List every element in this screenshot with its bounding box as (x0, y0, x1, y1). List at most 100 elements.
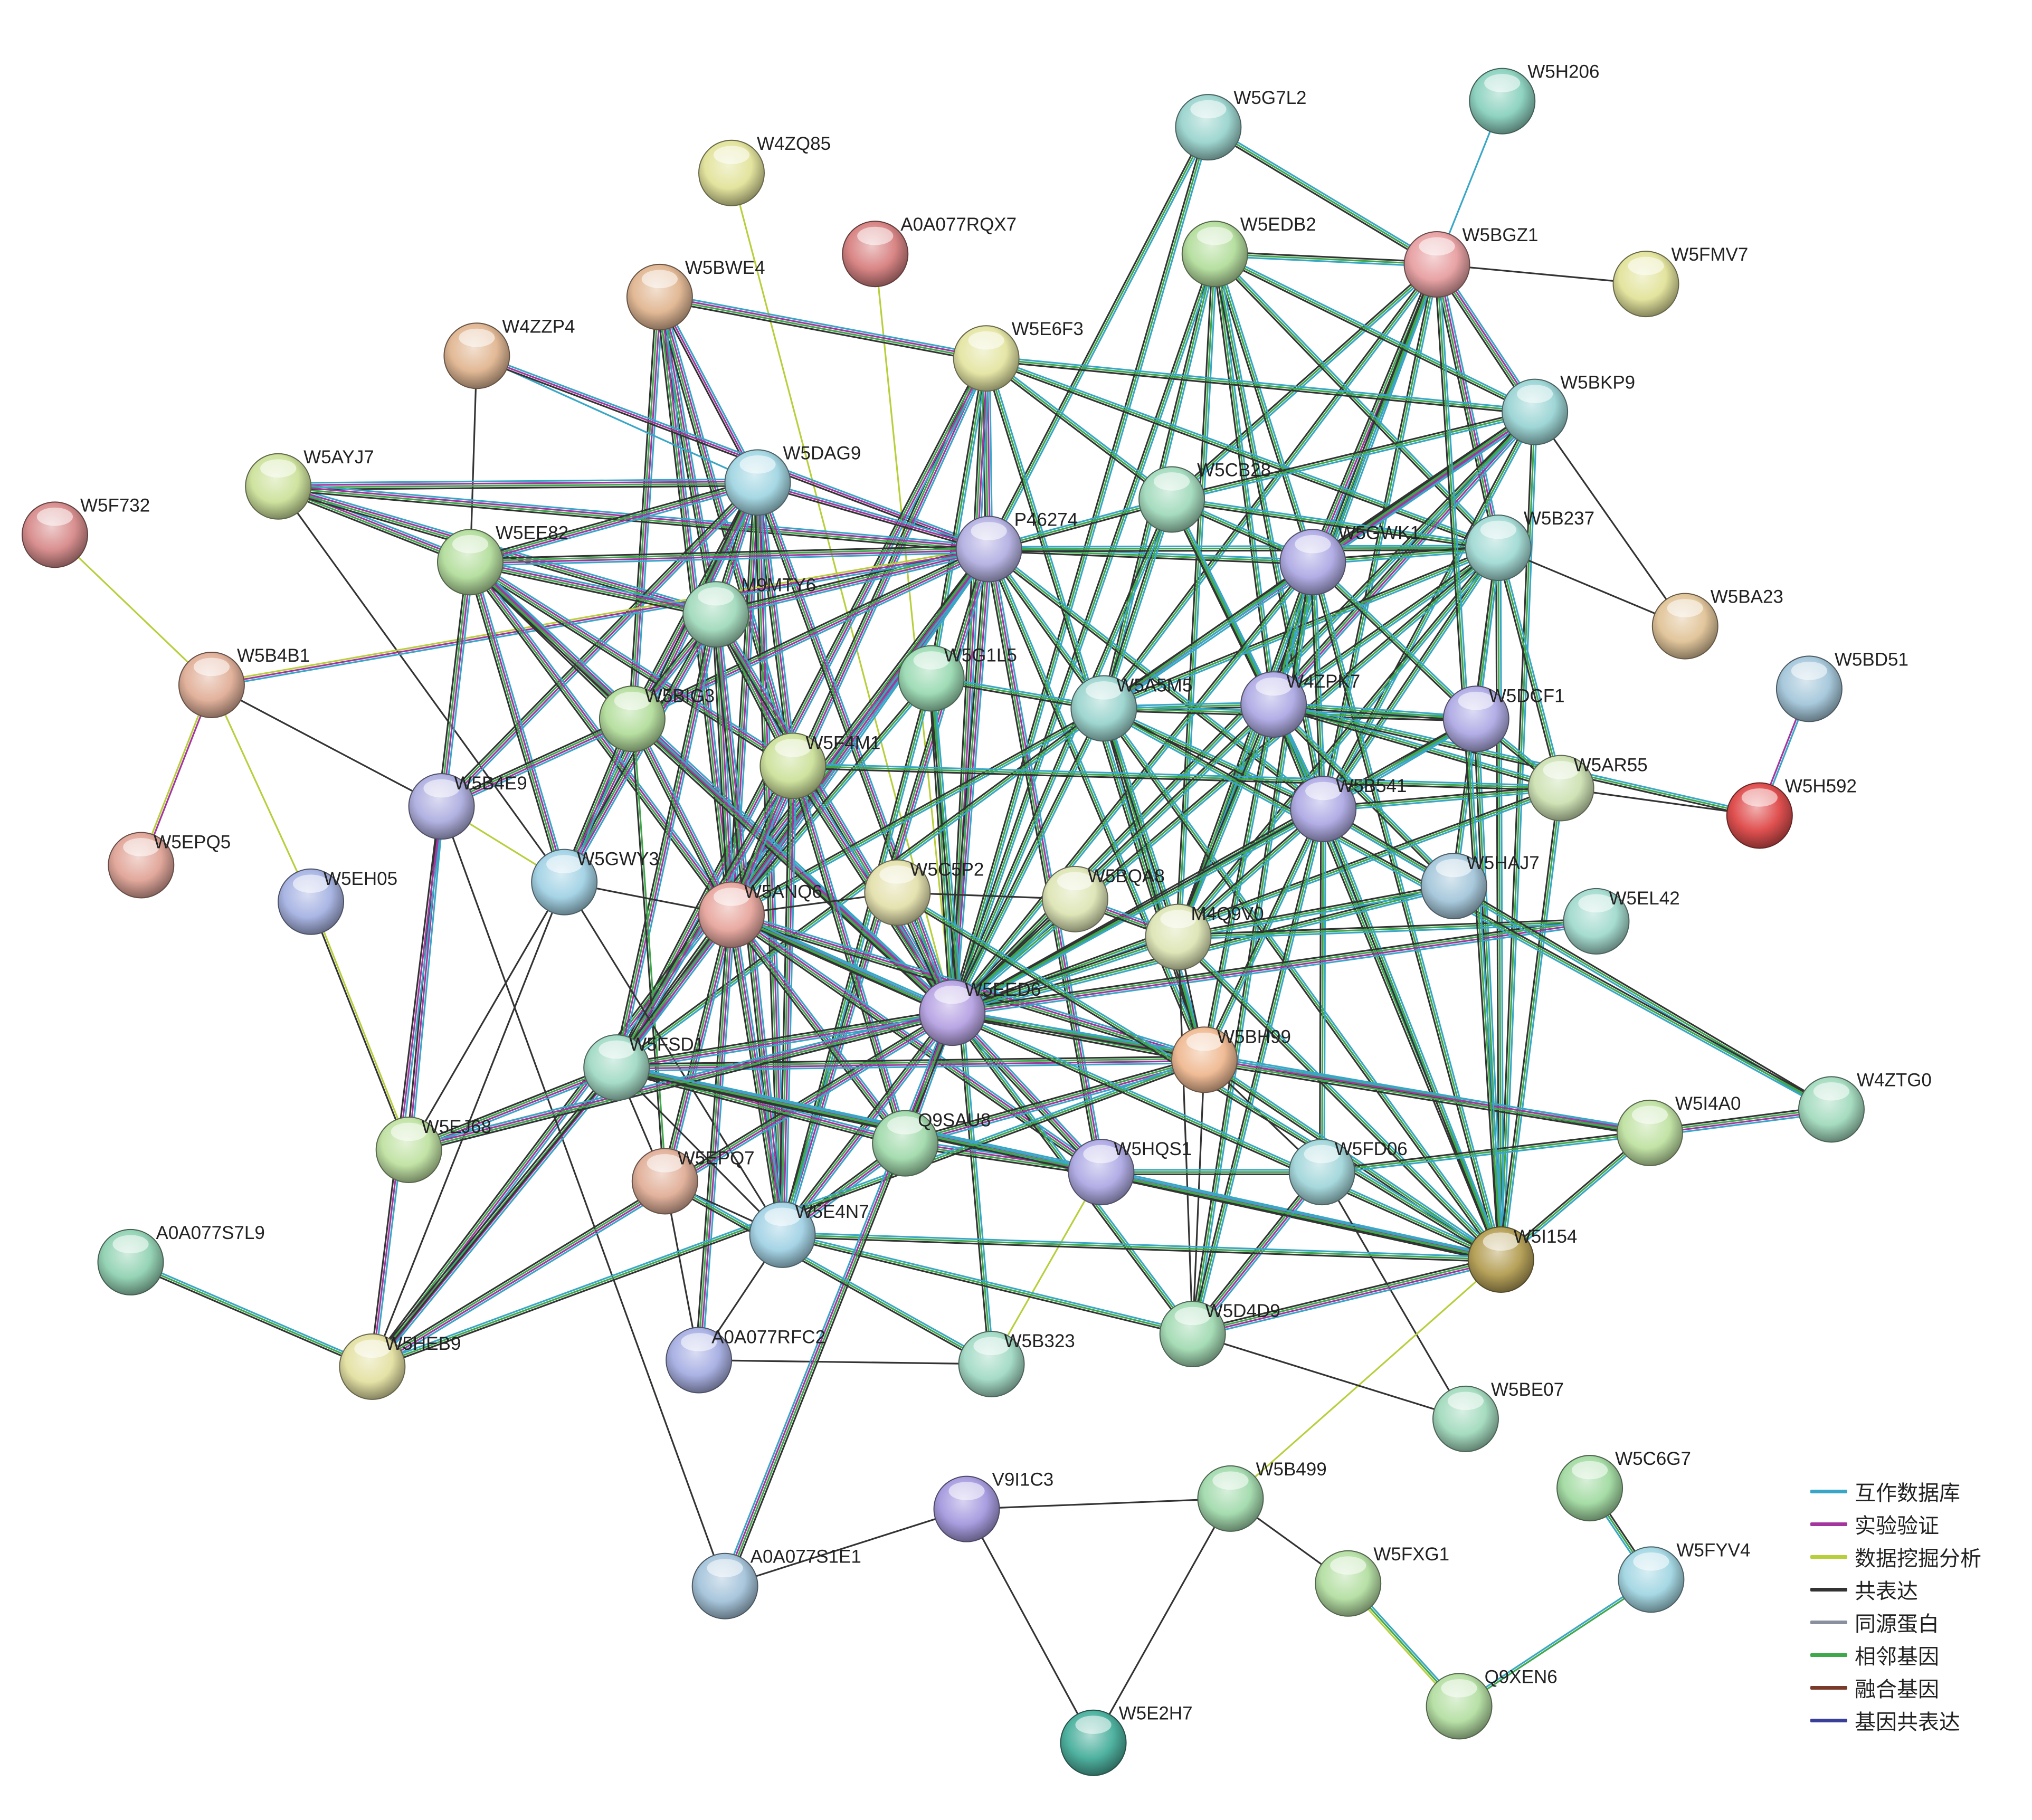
protein-node[interactable]: W5D4D9 (1159, 1301, 1280, 1368)
edge-channel-line (1102, 1168, 1502, 1257)
protein-node[interactable]: W4ZZP4 (443, 316, 575, 389)
protein-node[interactable]: W5FMV7 (1612, 244, 1749, 318)
protein-node[interactable]: W5BE07 (1432, 1379, 1564, 1452)
interaction-edge (1273, 701, 1761, 819)
protein-node[interactable]: W5BH99 (1171, 1026, 1291, 1093)
edge-channel-line (953, 563, 1315, 1015)
protein-node[interactable]: W5FSD1 (583, 1034, 704, 1101)
protein-node-label: Q9SAU8 (918, 1110, 991, 1131)
protein-node[interactable]: W5F732 (21, 495, 150, 568)
edge-channel-line (1203, 1062, 1650, 1137)
edge-channel-line (444, 562, 474, 807)
protein-node[interactable]: W5C6G7 (1556, 1449, 1691, 1522)
protein-node[interactable]: W5C5P2 (864, 859, 984, 926)
protein-node[interactable]: A0A077RFC2 (666, 1327, 825, 1394)
protein-node[interactable]: W5ANQ6 (698, 881, 822, 948)
protein-node[interactable]: W5EDB2 (1181, 214, 1316, 288)
edge-channel-line (665, 914, 734, 1182)
protein-node[interactable]: W5BWE4 (626, 258, 765, 330)
protein-node[interactable]: W5FXG1 (1315, 1544, 1449, 1617)
protein-node[interactable]: W5FD06 (1288, 1139, 1408, 1206)
interaction-edge (1176, 935, 1503, 1262)
edge-channel-line (1203, 704, 1275, 1060)
edge-channel-line (469, 564, 716, 619)
protein-node[interactable]: W5CB28 (1138, 460, 1271, 533)
protein-node[interactable]: W5B323 (958, 1330, 1075, 1397)
node-highlight (1295, 535, 1331, 554)
protein-node[interactable]: W5G7L2 (1175, 88, 1307, 161)
edge-channel-line (1436, 264, 1502, 1260)
protein-node[interactable]: W5GWK1 (1279, 522, 1420, 596)
protein-node[interactable]: W5BA23 (1651, 587, 1783, 660)
protein-node[interactable]: W5B237 (1465, 508, 1594, 582)
protein-node[interactable]: W4ZPK7 (1240, 671, 1360, 738)
node-highlight (391, 1122, 427, 1141)
interaction-edge (372, 1067, 618, 1367)
edge-channel-line (1178, 885, 1454, 938)
protein-node[interactable]: W5HAJ7 (1420, 853, 1540, 920)
protein-node[interactable]: W5FYV4 (1618, 1540, 1750, 1613)
protein-node[interactable]: W5E6F3 (953, 319, 1084, 392)
edge-channel-line (211, 684, 312, 902)
protein-node[interactable]: W5EPQ5 (108, 832, 231, 899)
edge-channel-line (211, 546, 989, 684)
protein-node[interactable]: W5AYJ7 (245, 447, 374, 520)
protein-node[interactable]: A0A077S1E1 (691, 1547, 861, 1619)
protein-node[interactable]: W5GWY3 (531, 849, 659, 916)
protein-node[interactable]: W5DAG9 (724, 443, 861, 516)
protein-node[interactable]: A0A077RQX7 (842, 214, 1017, 288)
protein-node[interactable]: Q9SAU8 (872, 1110, 991, 1177)
protein-node[interactable]: W4ZQ85 (698, 134, 831, 206)
edge-channel-line (1194, 1174, 1325, 1337)
protein-node[interactable]: W5HQS1 (1068, 1139, 1192, 1206)
protein-node[interactable]: W5H592 (1726, 776, 1857, 849)
edge-channel-line (904, 1055, 1204, 1141)
protein-node[interactable]: W5H206 (1469, 62, 1599, 135)
node-highlight (1483, 1232, 1519, 1251)
protein-node[interactable]: W5BD51 (1775, 649, 1908, 722)
protein-node[interactable]: A0A077S7L9 (97, 1223, 265, 1295)
protein-node[interactable]: W5BKP9 (1502, 373, 1635, 445)
protein-node[interactable]: W5EJ68 (375, 1117, 491, 1184)
protein-node[interactable]: M9MTY6 (682, 575, 816, 648)
protein-node[interactable]: Q9XEN6 (1426, 1666, 1558, 1740)
node-highlight (260, 459, 297, 478)
protein-node[interactable]: W5EE82 (437, 522, 568, 596)
edge-channel-line (1214, 253, 1535, 413)
protein-node[interactable]: W5EPQ7 (631, 1148, 755, 1215)
protein-node[interactable]: W5B4B1 (178, 645, 310, 718)
edge-channel-line (782, 1234, 1501, 1261)
edge-channel-line (371, 806, 443, 1367)
protein-node[interactable]: W5G1L5 (898, 645, 1017, 712)
protein-node[interactable]: W5E4N7 (749, 1201, 869, 1268)
protein-node[interactable]: W5BQA8 (1041, 865, 1165, 932)
protein-node[interactable]: W5B4E9 (408, 773, 527, 840)
protein-node[interactable]: W5F4M1 (759, 732, 880, 799)
edge-channel-line (730, 678, 932, 916)
protein-node[interactable]: P46274 (955, 510, 1078, 583)
protein-node[interactable]: W5BIG3 (599, 685, 715, 752)
protein-node[interactable]: W5EED6 (919, 979, 1041, 1046)
protein-node[interactable]: V9I1C3 (933, 1470, 1054, 1542)
protein-node[interactable]: W5HEB9 (339, 1333, 461, 1400)
protein-node[interactable]: M4Q9V0 (1145, 903, 1264, 970)
protein-node[interactable]: W5EH05 (278, 868, 397, 935)
edge-channel-line (1208, 126, 1438, 265)
protein-node[interactable]: W5E2H7 (1060, 1703, 1193, 1776)
protein-node[interactable]: W5EL42 (1563, 888, 1680, 955)
edge-channel-line (371, 1066, 616, 1367)
edge-channel-line (628, 720, 729, 917)
protein-node[interactable]: W5AR55 (1527, 755, 1648, 822)
protein-node[interactable]: W5A5M5 (1070, 675, 1192, 742)
protein-node[interactable]: W5I4A0 (1616, 1093, 1741, 1166)
protein-node[interactable]: W5I154 (1467, 1226, 1578, 1293)
interaction-edge (211, 684, 442, 807)
protein-node[interactable]: W5B541 (1290, 776, 1407, 843)
protein-node-label: W5C6G7 (1615, 1449, 1691, 1469)
protein-node[interactable]: W5B499 (1197, 1459, 1327, 1532)
protein-node-label: W5G7L2 (1233, 88, 1306, 108)
protein-node[interactable]: W5BGZ1 (1403, 225, 1539, 298)
protein-node[interactable]: W4ZTG0 (1798, 1070, 1932, 1143)
node-highlight (459, 328, 495, 347)
protein-node[interactable]: W5DCF1 (1442, 685, 1565, 752)
